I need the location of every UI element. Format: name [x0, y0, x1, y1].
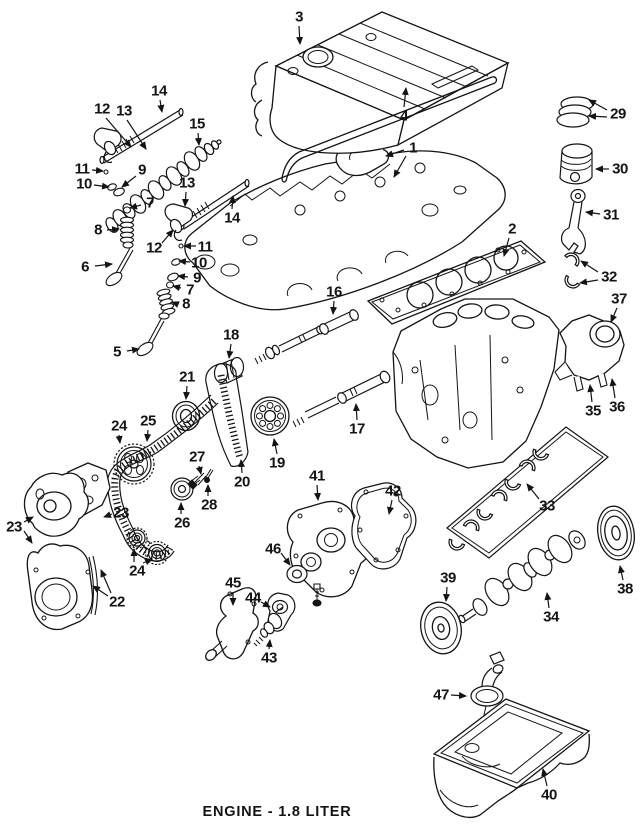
- timing-cover-upper-drawing: [23, 462, 111, 537]
- part-callout-6-26[interactable]: 6: [81, 258, 89, 276]
- front-seal-drawing: [286, 564, 308, 584]
- part-callout-3-0[interactable]: 3: [295, 8, 303, 26]
- diagram-title: ENGINE - 1.8 LITER: [202, 804, 352, 820]
- oil-pump-drawing: [286, 500, 372, 598]
- part-callout-30-5[interactable]: 30: [612, 160, 628, 178]
- engine-block-drawing: [392, 298, 560, 469]
- main-bearing-kit-drawing: [446, 426, 609, 559]
- part-callout-1-2[interactable]: 1: [409, 139, 417, 157]
- part-callout-35-9[interactable]: 35: [585, 402, 601, 420]
- part-callout-13-27[interactable]: 13: [179, 174, 195, 192]
- flywheel-drawing: [597, 505, 635, 561]
- rod-bearings-drawing: [564, 252, 581, 289]
- part-callout-23-47[interactable]: 23: [6, 518, 22, 536]
- part-callout-22-49[interactable]: 22: [109, 593, 125, 611]
- part-callout-36-10[interactable]: 36: [609, 398, 625, 416]
- part-callout-40-15[interactable]: 40: [541, 786, 557, 804]
- part-callout-12-17[interactable]: 12: [94, 100, 110, 118]
- part-callout-19-40[interactable]: 19: [269, 454, 285, 472]
- part-callout-47-16[interactable]: 47: [433, 686, 449, 704]
- part-callout-42-52[interactable]: 42: [385, 482, 401, 500]
- tensioner-bolt-drawing: [187, 472, 207, 490]
- part-callout-12-29[interactable]: 12: [146, 239, 162, 257]
- part-callout-10-22[interactable]: 10: [76, 175, 92, 193]
- part-callout-8-25[interactable]: 8: [94, 221, 102, 239]
- water-pump-impeller-drawing: [253, 606, 284, 647]
- part-callout-20-41[interactable]: 20: [234, 473, 250, 491]
- oil-pan-drawing: [432, 698, 591, 819]
- part-callout-9-32[interactable]: 9: [193, 269, 201, 287]
- part-callout-33-11[interactable]: 33: [539, 497, 555, 515]
- part-callout-31-6[interactable]: 31: [603, 206, 619, 224]
- oil-pump-gasket-drawing: [351, 482, 417, 570]
- crank-pulley-drawing: [420, 601, 462, 655]
- part-callout-41-51[interactable]: 41: [309, 467, 325, 485]
- part-callout-9-23[interactable]: 9: [138, 161, 146, 179]
- part-callout-26-46[interactable]: 26: [174, 514, 190, 532]
- timing-belt-drawing: [107, 363, 249, 562]
- timing-cover-lower-drawing: [26, 543, 98, 631]
- part-callout-46-53[interactable]: 46: [265, 540, 281, 558]
- part-callout-28-45[interactable]: 28: [201, 496, 217, 514]
- tensioner-stud-drawing: [204, 468, 214, 483]
- camshaft-drawing: [105, 139, 222, 233]
- balance-sprocket-drawing: [250, 396, 290, 436]
- valve-train-b-drawing: [136, 243, 184, 357]
- part-callout-34-12[interactable]: 34: [543, 608, 559, 626]
- part-callout-7-24[interactable]: 7: [146, 194, 154, 212]
- oil-pump-shaft-drawing: [254, 309, 359, 365]
- oil-pickup-drawing: [470, 651, 505, 771]
- part-callout-23-48[interactable]: 23: [113, 504, 129, 522]
- part-callout-27-44[interactable]: 27: [189, 448, 205, 466]
- part-callout-38-13[interactable]: 38: [617, 580, 633, 598]
- piston-rings-drawing: [556, 96, 594, 128]
- cam-sprocket-drawing: [113, 443, 155, 485]
- part-callout-11-30[interactable]: 11: [197, 238, 213, 256]
- part-callout-2-3[interactable]: 2: [508, 220, 516, 238]
- water-pump-drawing: [205, 587, 259, 661]
- valve-cover-gasket-drawing: [281, 76, 498, 183]
- part-callout-15-20[interactable]: 15: [189, 115, 205, 133]
- part-callout-24-50[interactable]: 24: [129, 562, 145, 580]
- part-callout-14-28[interactable]: 14: [224, 209, 240, 227]
- part-callout-29-4[interactable]: 29: [610, 105, 626, 123]
- part-callout-44-55[interactable]: 44: [245, 589, 261, 607]
- part-callout-32-7[interactable]: 32: [601, 268, 617, 286]
- part-callout-24-42[interactable]: 24: [111, 417, 127, 435]
- head-gasket-drawing: [366, 240, 547, 325]
- pump-bolt-drawing: [312, 583, 322, 607]
- connecting-rod-drawing: [560, 188, 586, 255]
- part-callout-10-31[interactable]: 10: [191, 254, 207, 272]
- balance-shaft-drawing: [292, 370, 391, 428]
- part-callout-18-38[interactable]: 18: [223, 326, 239, 344]
- crankshaft-drawing: [458, 530, 586, 624]
- part-callout-11-21[interactable]: 11: [74, 160, 90, 178]
- part-callout-39-14[interactable]: 39: [440, 569, 456, 587]
- part-callout-25-43[interactable]: 25: [140, 412, 156, 430]
- tensioner-gear-drawing: [213, 356, 245, 384]
- part-callout-37-8[interactable]: 37: [611, 290, 627, 308]
- valve-cover-drawing: [250, 11, 510, 154]
- belt-tensioner-drawing: [170, 475, 201, 501]
- part-callout-16-36[interactable]: 16: [326, 283, 342, 301]
- part-callout-14-19[interactable]: 14: [151, 82, 167, 100]
- part-callout-17-37[interactable]: 17: [349, 420, 365, 438]
- part-callout-43-56[interactable]: 43: [261, 649, 277, 667]
- valve-train-a-drawing: [103, 169, 135, 287]
- piston-drawing: [559, 143, 593, 185]
- rear-seal-retainer-drawing: [554, 314, 625, 392]
- part-callout-4-1[interactable]: 4: [400, 107, 408, 125]
- rocker-shaft-a-drawing: [93, 107, 184, 165]
- part-callout-5-35[interactable]: 5: [113, 343, 121, 361]
- part-callout-7-33[interactable]: 7: [186, 281, 194, 299]
- part-callout-45-54[interactable]: 45: [225, 574, 241, 592]
- part-callout-8-34[interactable]: 8: [182, 295, 190, 313]
- part-callout-13-18[interactable]: 13: [116, 102, 132, 120]
- part-callout-21-39[interactable]: 21: [179, 368, 195, 386]
